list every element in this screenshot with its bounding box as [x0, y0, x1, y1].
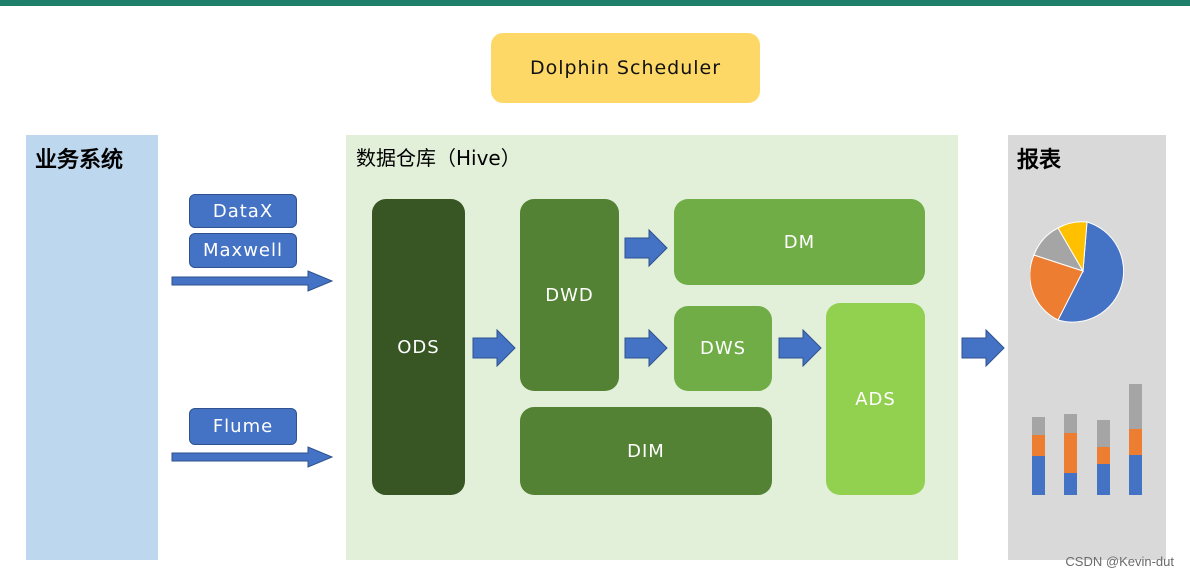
report-pie-icon — [1030, 221, 1125, 323]
top-border-mark — [18, 2, 26, 6]
datax-tool: DataX — [189, 194, 297, 228]
warehouse-to-report-arrow — [961, 328, 1005, 368]
flume-tool: Flume — [189, 408, 297, 445]
report-bar-icon — [1032, 384, 1142, 495]
dwd-to-dws-arrow — [624, 328, 668, 368]
csdn-watermark: CSDN @Kevin-dut — [1065, 554, 1174, 569]
data-warehouse-title: 数据仓库（Hive） — [356, 146, 521, 170]
business-system-panel — [26, 135, 158, 560]
ods-to-dwd-arrow — [472, 328, 516, 368]
ads-layer: ADS — [826, 303, 925, 495]
dim-layer: DIM — [520, 407, 772, 495]
dwd-layer: DWD — [520, 199, 619, 391]
dm-layer: DM — [674, 199, 925, 285]
ingest-arrow-top — [171, 270, 334, 292]
ingest-arrow-bottom — [171, 446, 334, 468]
dwd-to-dm-arrow — [624, 228, 668, 268]
business-system-title: 业务系统 — [35, 148, 124, 173]
dws-layer: DWS — [674, 306, 772, 391]
dolphin-scheduler-box: Dolphin Scheduler — [491, 33, 760, 103]
top-border-line — [0, 0, 1190, 6]
maxwell-tool: Maxwell — [189, 233, 297, 268]
ods-layer: ODS — [372, 199, 465, 495]
report-title: 报表 — [1017, 148, 1062, 173]
dws-to-ads-arrow — [778, 328, 822, 368]
